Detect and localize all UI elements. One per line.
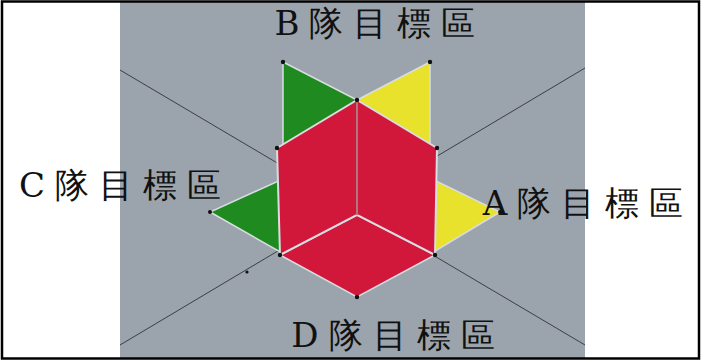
vertex-dots bbox=[208, 60, 502, 299]
team-target-label: A隊目標區 bbox=[483, 186, 694, 220]
corner-edge bbox=[357, 100, 358, 215]
red-wall bbox=[357, 100, 437, 255]
team-target-label: C隊目標區 bbox=[19, 168, 231, 202]
team-target-label: B隊目標區 bbox=[275, 6, 486, 40]
red-wall bbox=[277, 100, 357, 255]
team-target-label: D隊目標區 bbox=[291, 318, 504, 352]
